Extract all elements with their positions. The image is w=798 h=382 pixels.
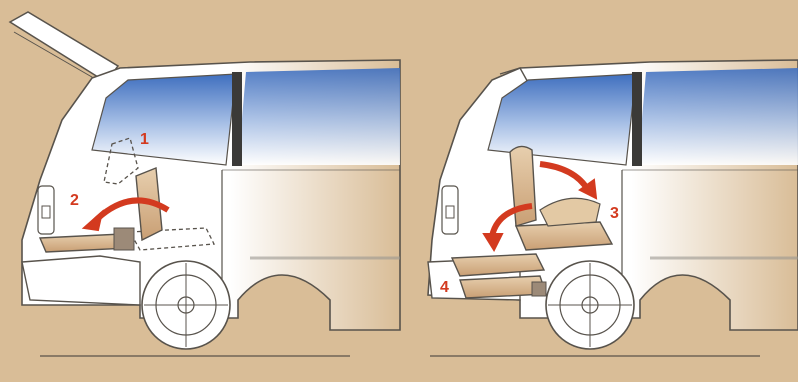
seat-hinge — [113, 227, 135, 251]
wheel-icon — [141, 260, 231, 350]
step-3-label: 3 — [610, 205, 619, 222]
open-tailgate — [8, 11, 120, 84]
side-window — [238, 68, 400, 165]
seat-track-outline — [128, 227, 216, 251]
step-1-label: 1 — [140, 131, 149, 148]
side-window — [638, 68, 798, 165]
seat-armrest — [539, 197, 601, 227]
rear-bumper — [21, 255, 141, 306]
window-pillar — [232, 72, 242, 166]
wheel-icon — [545, 260, 635, 350]
step-4-label: 4 — [440, 279, 449, 296]
curved-arrow-icon — [489, 203, 533, 237]
removed-seat-top — [450, 253, 546, 277]
step-2-label: 2 — [70, 192, 79, 209]
left-van-scene: 1 2 — [8, 11, 401, 357]
rear-window — [91, 73, 237, 166]
rear-window — [487, 73, 637, 166]
seat-original-outline — [103, 137, 139, 185]
window-pillar — [632, 72, 642, 166]
right-van-scene: 3 4 — [427, 59, 798, 357]
